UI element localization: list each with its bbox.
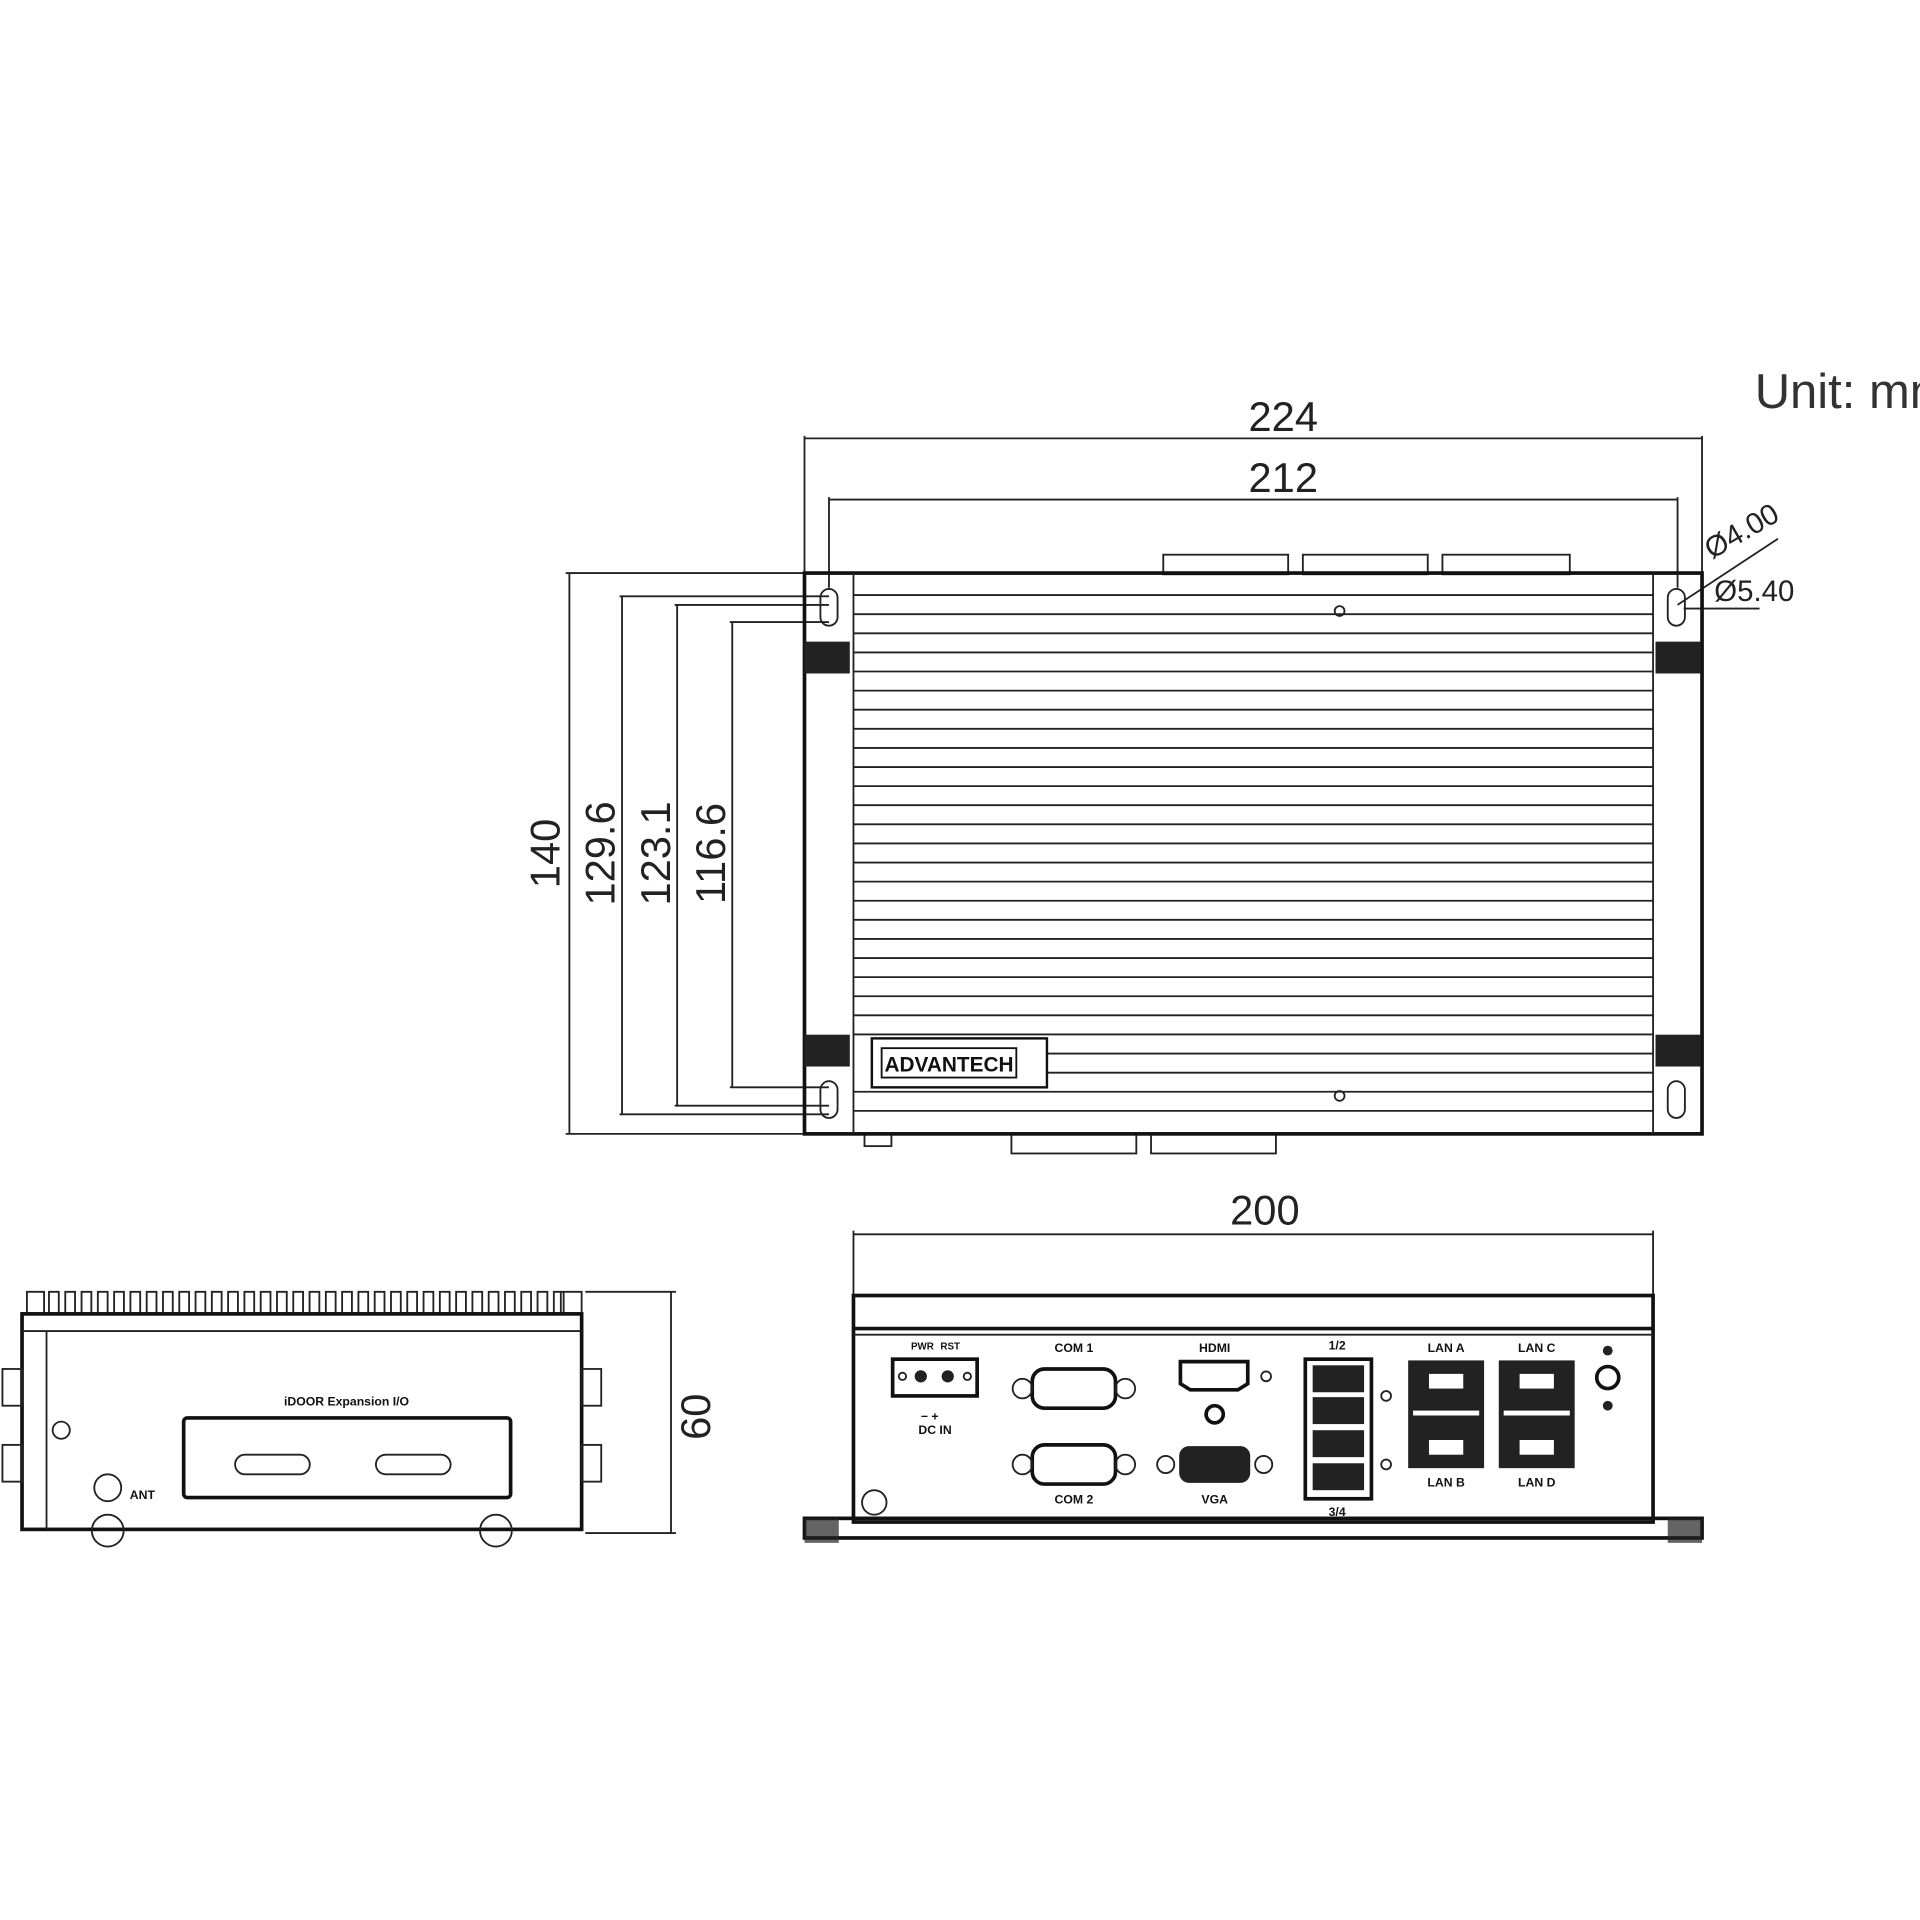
lan-c-label: LAN C (1518, 1341, 1556, 1355)
dimension-200: 200 (852, 1186, 1654, 1298)
side-view: ANT iDOOR Expansion I/O 60 (1, 1290, 719, 1548)
dim-label: 129.6 (577, 801, 624, 905)
lan-ab-ports: LAN A LAN B (1408, 1341, 1485, 1490)
dc-in-terminal: PWR RST − + DC IN (890, 1341, 979, 1437)
dim-label: 200 (1230, 1186, 1299, 1233)
dimension-140: 140 (522, 572, 805, 1135)
vga-label: VGA (1201, 1493, 1228, 1507)
dim-label: 116.6 (687, 803, 734, 904)
dimension-60: 60 (585, 1290, 719, 1534)
dimension-212: 212 (828, 454, 1679, 588)
com1-port: COM 1 (1011, 1341, 1137, 1410)
logo-text: ADVANTECH (884, 1053, 1013, 1076)
usb-bottom-label: 3/4 (1329, 1505, 1346, 1519)
dim-label: 140 (522, 819, 569, 888)
side-fin-profile (26, 1290, 583, 1315)
dim-label: 224 (1249, 393, 1318, 440)
dimension-129-6: 129.6 (577, 595, 829, 1116)
antenna-hole (93, 1473, 123, 1503)
dimension-116-6: 116.6 (687, 621, 829, 1089)
dim-label: 212 (1249, 454, 1318, 501)
lan-d-label: LAN D (1518, 1476, 1556, 1490)
heatsink-fins (853, 594, 1654, 1112)
hole-callouts: Ø4.00 Ø5.40 (1677, 497, 1794, 610)
hole-large-label: Ø5.40 (1714, 575, 1794, 608)
audio-jack (1594, 1345, 1621, 1411)
advantech-logo: ADVANTECH (870, 1037, 1049, 1089)
dc-in-label: DC IN (918, 1423, 951, 1437)
idoor-panel (181, 1416, 513, 1500)
usb-ports: 1/2 3/4 (1303, 1338, 1392, 1519)
lan-a-label: LAN A (1428, 1341, 1465, 1355)
ant-label: ANT (130, 1488, 156, 1502)
hole-small-label: Ø4.00 (1699, 497, 1785, 566)
lan-b-label: LAN B (1427, 1476, 1465, 1490)
dim-label: 60 (672, 1394, 719, 1440)
dimension-224: 224 (803, 393, 1703, 574)
ground-screw-icon (861, 1489, 888, 1516)
lan-cd-ports: LAN C LAN D (1498, 1341, 1575, 1490)
front-view: 200 PWR RST − + DC IN COM 1 (802, 1186, 1704, 1543)
vga-port: VGA (1156, 1446, 1274, 1507)
mounting-slots (819, 588, 1686, 1119)
idoor-label: iDOOR Expansion I/O (284, 1395, 409, 1409)
unit-label: Unit: mm (1755, 365, 1920, 419)
rst-label: RST (940, 1341, 960, 1352)
pwr-label: PWR (911, 1341, 934, 1352)
dc-polarity-label: − + (921, 1409, 939, 1423)
top-edge-connectors (863, 553, 1571, 1155)
mounting-brackets (804, 641, 1701, 1067)
com2-label: COM 2 (1055, 1493, 1094, 1507)
hdmi-port: HDMI (1178, 1341, 1272, 1425)
com2-port: COM 2 (1011, 1443, 1137, 1507)
hdmi-label: HDMI (1199, 1341, 1230, 1355)
side-fins (26, 1290, 583, 1315)
usb-top-label: 1/2 (1329, 1338, 1346, 1352)
top-enclosure (802, 571, 1704, 1136)
dim-label: 123.1 (632, 801, 679, 905)
com1-label: COM 1 (1055, 1341, 1094, 1355)
top-view: 224 212 140 129.6 123.1 (522, 393, 1794, 1155)
